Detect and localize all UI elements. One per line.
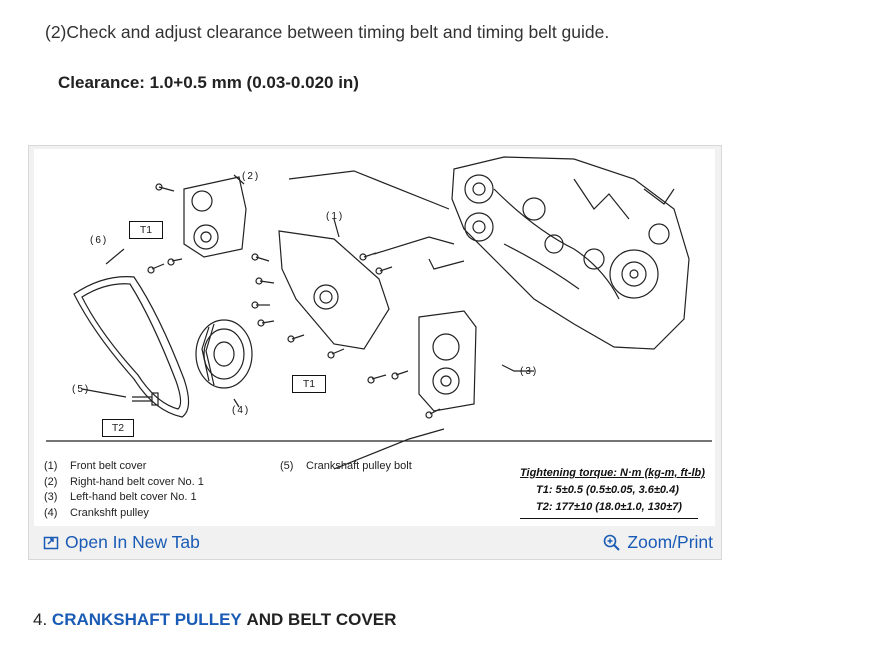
torque-box-t2: T2 — [102, 419, 134, 437]
torque-box-t1-top: T1 — [129, 221, 163, 239]
callout-6: (6) — [90, 235, 109, 246]
section-number: 4. — [33, 610, 48, 629]
zoom-icon — [604, 534, 621, 551]
legend-item: (2)Right-hand belt cover No. 1 — [44, 475, 204, 488]
legend-item: (1)Front belt cover — [44, 460, 147, 472]
zoom-print-button[interactable]: Zoom/Print — [603, 532, 713, 553]
torque-box-t1-mid: T1 — [292, 375, 326, 393]
open-in-new-tab-label: Open In New Tab — [65, 532, 200, 552]
diagram-drawing — [46, 156, 712, 470]
timing-belt-diagram: (2) (1) (6) (3) (5) (4) T1 T1 T2 (1)Fron… — [34, 149, 715, 526]
torque-t1: T1: 5±0.5 (0.5±0.05, 3.6±0.4) — [536, 484, 679, 496]
crankshaft-pulley-link[interactable]: CRANKSHAFT PULLEY — [51, 610, 242, 629]
legend-item: (4)Crankshft pulley — [44, 506, 149, 519]
zoom-print-label: Zoom/Print — [627, 532, 713, 552]
open-new-tab-icon — [43, 536, 59, 549]
section-heading-rest: AND BELT COVER — [246, 610, 397, 629]
callout-5: (5) — [72, 384, 91, 395]
step-instruction: (2)Check and adjust clearance between ti… — [45, 22, 610, 42]
legend-item: (3)Left-hand belt cover No. 1 — [44, 491, 197, 503]
callout-4: (4) — [232, 405, 251, 416]
legend-item: (5)Crankshaft pulley bolt — [280, 460, 412, 472]
torque-underline — [520, 518, 698, 519]
legend-right: (5)Crankshaft pulley bolt — [280, 459, 412, 475]
torque-title: Tightening torque: N·m (kg-m, ft-lb) — [520, 467, 705, 479]
legend-left: (1)Front belt cover (2)Right-hand belt c… — [44, 459, 204, 521]
callout-2: (2) — [242, 171, 261, 182]
figure-toolbar: Open In New Tab Zoom/Print — [29, 526, 721, 559]
torque-t2: T2: 177±10 (18.0±1.0, 130±7) — [536, 501, 682, 513]
callout-1: (1) — [326, 211, 345, 222]
section-heading: 4. CRANKSHAFT PULLEY AND BELT COVER — [33, 610, 396, 630]
clearance-spec: Clearance: 1.0+0.5 mm (0.03-0.020 in) — [58, 73, 359, 92]
open-in-new-tab-button[interactable]: Open In New Tab — [43, 532, 200, 553]
callout-3: (3) — [520, 366, 539, 377]
torque-spec-block: Tightening torque: N·m (kg-m, ft-lb) T1:… — [520, 465, 710, 519]
figure-container: (2) (1) (6) (3) (5) (4) T1 T1 T2 (1)Fron… — [28, 145, 722, 560]
